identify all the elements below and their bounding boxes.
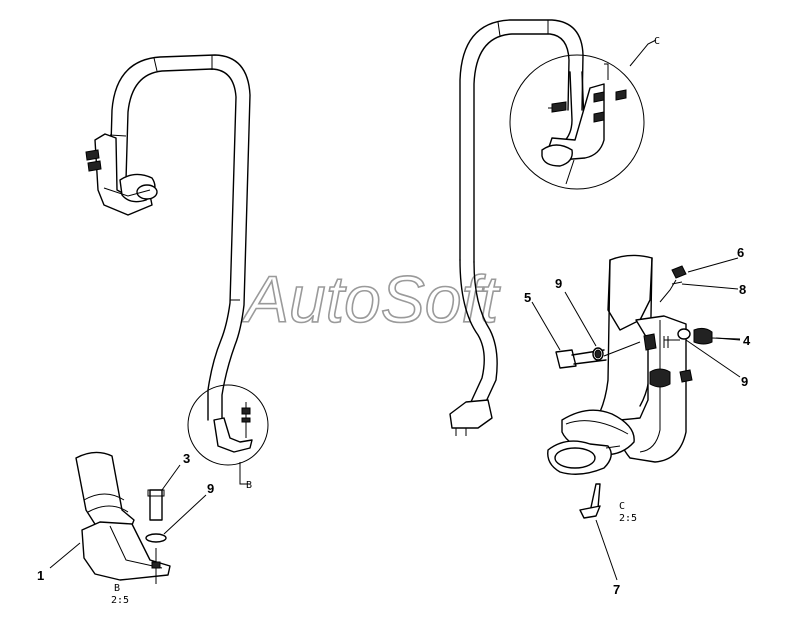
callout-8: 8: [739, 282, 746, 297]
callout-5: 5: [524, 290, 531, 305]
leader-7: [595, 519, 618, 581]
left-handle-bar: [109, 54, 251, 426]
leader-4: [715, 337, 741, 341]
right-handle-bar: [449, 19, 584, 436]
callout-9-right: 9: [741, 374, 748, 389]
view-letter-c: C: [619, 501, 625, 512]
leader-6: [687, 257, 739, 273]
left-top-bracket: [85, 133, 158, 216]
leader-5: [531, 301, 561, 351]
view-scale-c: 2:5: [619, 513, 637, 524]
leader-9-right: [685, 339, 741, 378]
callout-4: 4: [743, 333, 751, 348]
leader-9-left: [163, 494, 207, 535]
callout-9-left: 9: [207, 481, 214, 496]
callout-1: 1: [37, 568, 44, 583]
leader-1: [49, 542, 81, 569]
leader-8: [681, 283, 739, 290]
leader-3: [161, 464, 181, 491]
callout-7: 7: [613, 582, 620, 597]
left-lower-bracket-detail: [75, 451, 171, 584]
view-scale-b: 2:5: [111, 595, 129, 606]
detail-circle-b: [187, 384, 269, 485]
right-bracket-detail: [547, 254, 741, 519]
callout-3: 3: [183, 451, 190, 466]
callout-9-mid: 9: [555, 276, 562, 291]
leader-9-mid: [564, 291, 597, 347]
detail-circle-c: [509, 39, 657, 190]
view-ref-c: C: [654, 36, 660, 47]
watermark-text: AutoSoft: [241, 262, 501, 336]
callout-6: 6: [737, 245, 744, 260]
view-ref-b: B: [246, 480, 252, 491]
view-letter-b: B: [114, 583, 120, 594]
